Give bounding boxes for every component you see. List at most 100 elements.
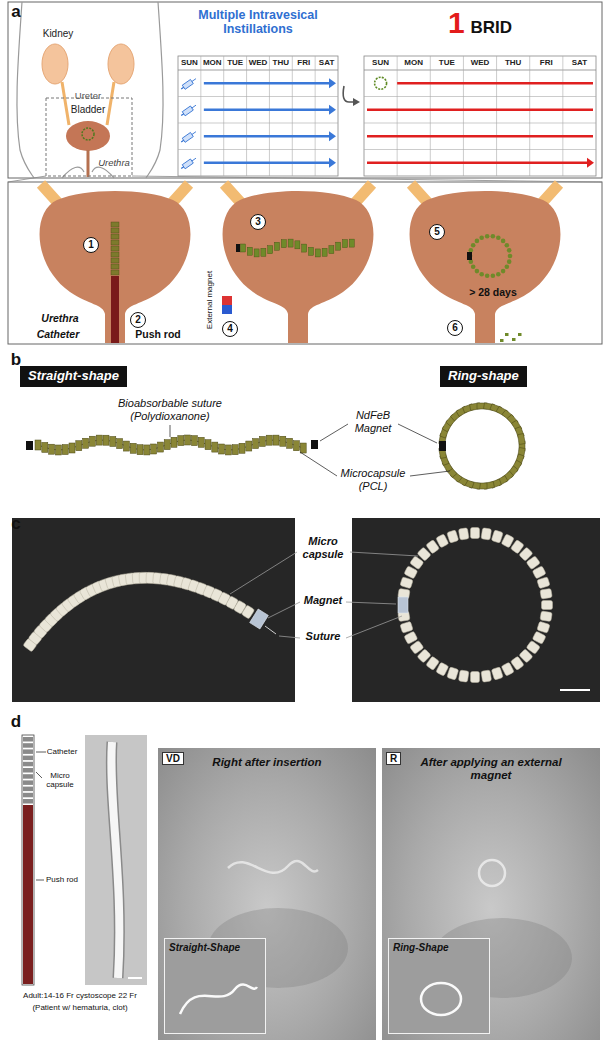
shape-label: Ring-shape <box>448 368 519 383</box>
weekday: MON <box>404 58 423 67</box>
microcapsule <box>247 247 252 255</box>
arrow-head <box>353 98 360 106</box>
microcapsule <box>542 601 553 610</box>
urethra <box>87 150 90 177</box>
microcapsule <box>471 243 476 248</box>
arrow-head <box>329 131 336 141</box>
microcapsule <box>505 243 510 248</box>
microcapsule <box>491 667 503 680</box>
microcapsule <box>164 440 170 450</box>
dwell-line <box>367 162 588 165</box>
microcapsule <box>540 611 552 622</box>
leader-line <box>346 602 396 604</box>
note: Adult:14-16 Fr cystoscope 22 Fr <box>5 991 155 1000</box>
leader-line <box>350 552 418 556</box>
catheter-photo <box>111 742 119 978</box>
callout-number: 5 <box>429 224 445 240</box>
note: (Patient w/ hematuria, clot) <box>32 1003 127 1012</box>
microcapsule <box>458 670 469 682</box>
calendar-grid <box>364 123 596 124</box>
microcapsule <box>302 244 307 252</box>
device-shadow <box>421 983 461 1015</box>
microcapsule <box>400 577 413 589</box>
microcapsule <box>309 247 314 255</box>
microcapsule <box>110 436 116 446</box>
microcapsule <box>241 605 254 619</box>
calendar-grid <box>292 56 293 176</box>
view-tag: R <box>386 752 401 765</box>
fragment <box>518 333 522 336</box>
microcapsule <box>232 445 238 455</box>
microcapsule <box>111 222 119 227</box>
dwell-line <box>367 109 593 112</box>
microcapsule <box>458 528 469 540</box>
zoom-line <box>8 176 602 182</box>
calendar-grid <box>364 149 596 150</box>
push-rod <box>23 805 33 984</box>
callout-number: 3 <box>250 214 266 230</box>
xray-detail <box>389 939 489 1033</box>
xray-detail <box>165 939 265 1033</box>
shape-tag: Ring-shape <box>440 366 527 387</box>
count-number: 1 <box>448 6 465 39</box>
ureter <box>62 82 114 125</box>
microcapsule <box>479 236 484 241</box>
microcapsule <box>485 273 490 278</box>
bladder <box>66 121 110 151</box>
callout-number: 1 <box>83 237 99 253</box>
calendar-grid <box>364 56 596 176</box>
microcapsule <box>288 239 293 247</box>
syringe-icon <box>180 156 198 170</box>
dwell-line <box>397 82 593 85</box>
microcapsule <box>55 445 61 455</box>
flow-arrow <box>343 86 354 102</box>
weekday: WED <box>249 58 268 67</box>
leader-line <box>268 602 300 618</box>
microcapsule <box>137 445 143 455</box>
callout-number: 2 <box>130 312 146 328</box>
dosing-arrow <box>204 109 330 112</box>
part-label: NdFeB Magnet <box>348 409 398 434</box>
ring-device <box>375 77 387 89</box>
calendar-grid <box>178 149 338 150</box>
microcapsule <box>505 265 510 270</box>
calendar-box: Multiple Intravesical Instillations <box>172 4 344 178</box>
microcapsule <box>23 743 33 748</box>
leader-line <box>230 552 297 594</box>
microcapsule <box>491 530 503 543</box>
photo <box>12 518 295 702</box>
part-label: Micro capsule <box>40 771 80 789</box>
microcapsule <box>404 631 418 644</box>
microcapsule <box>268 246 273 254</box>
microcapsule <box>23 749 33 754</box>
microcapsule <box>83 438 89 448</box>
magnet <box>439 441 446 451</box>
organ-label: Kidney <box>43 28 74 40</box>
magnet <box>26 441 33 450</box>
microcapsule <box>273 435 279 445</box>
syringe-icon <box>181 114 183 116</box>
image-caption: Right after insertion <box>184 756 350 769</box>
dwell-line <box>367 135 593 138</box>
bladder <box>40 191 191 343</box>
weekday: SAT <box>572 58 587 67</box>
flow-arrow <box>343 86 360 106</box>
microcapsule <box>343 240 348 248</box>
microcapsule <box>185 435 191 445</box>
arrow-head <box>329 105 336 115</box>
microcapsule <box>23 780 33 785</box>
calendar-box: 1BRID <box>360 4 600 178</box>
microcapsule <box>111 228 119 233</box>
part-label: Urethra <box>41 312 78 324</box>
calendar-grid <box>178 96 338 97</box>
inset-label: Ring-Shape <box>389 939 489 956</box>
xray-image: VDRight after insertionStraight-Shape <box>158 748 376 1040</box>
microcapsule <box>178 436 184 446</box>
microcapsule <box>507 259 512 264</box>
microcapsule <box>293 441 299 451</box>
microcapsule <box>219 444 225 454</box>
calendar-grid <box>178 123 338 124</box>
weekday: WED <box>471 58 490 67</box>
leader-line <box>300 452 337 476</box>
microcapsule <box>496 272 501 277</box>
